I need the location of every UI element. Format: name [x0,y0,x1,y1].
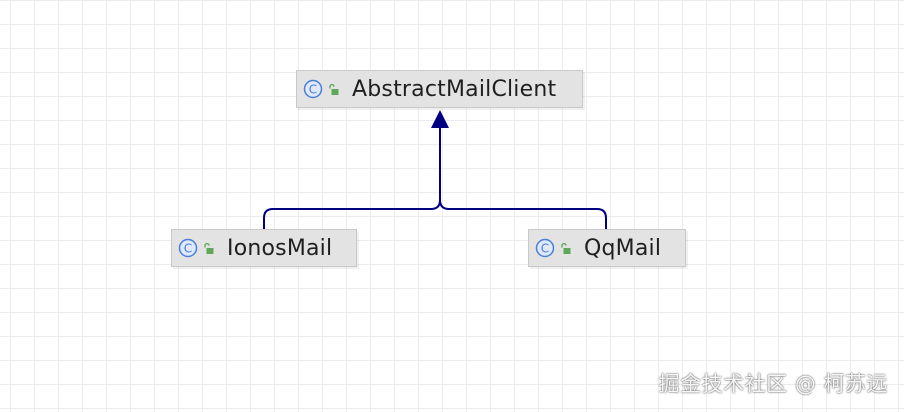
public-access-icon [329,83,339,95]
class-node-ionosmail[interactable]: C IonosMail [171,229,357,267]
edge-qqmail-to-abstractmailclient [439,199,607,229]
class-icon: C [535,238,555,258]
svg-text:C: C [309,82,317,96]
svg-text:C: C [541,241,549,255]
public-access-icon [561,242,571,254]
class-name: IonosMail [227,235,333,261]
class-icon: C [178,238,198,258]
watermark: 掘金技术社区 @ 柯苏远 [658,372,888,396]
svg-text:C: C [184,241,192,255]
edge-ionosmail-to-abstractmailclient [263,128,441,229]
class-node-abstractmailclient[interactable]: C AbstractMailClient [296,70,583,108]
class-name: AbstractMailClient [352,76,557,102]
inheritance-arrowhead [431,110,449,128]
class-icon: C [303,79,323,99]
class-name: QqMail [584,235,662,261]
public-access-icon [204,242,214,254]
class-node-qqmail[interactable]: C QqMail [528,229,686,267]
